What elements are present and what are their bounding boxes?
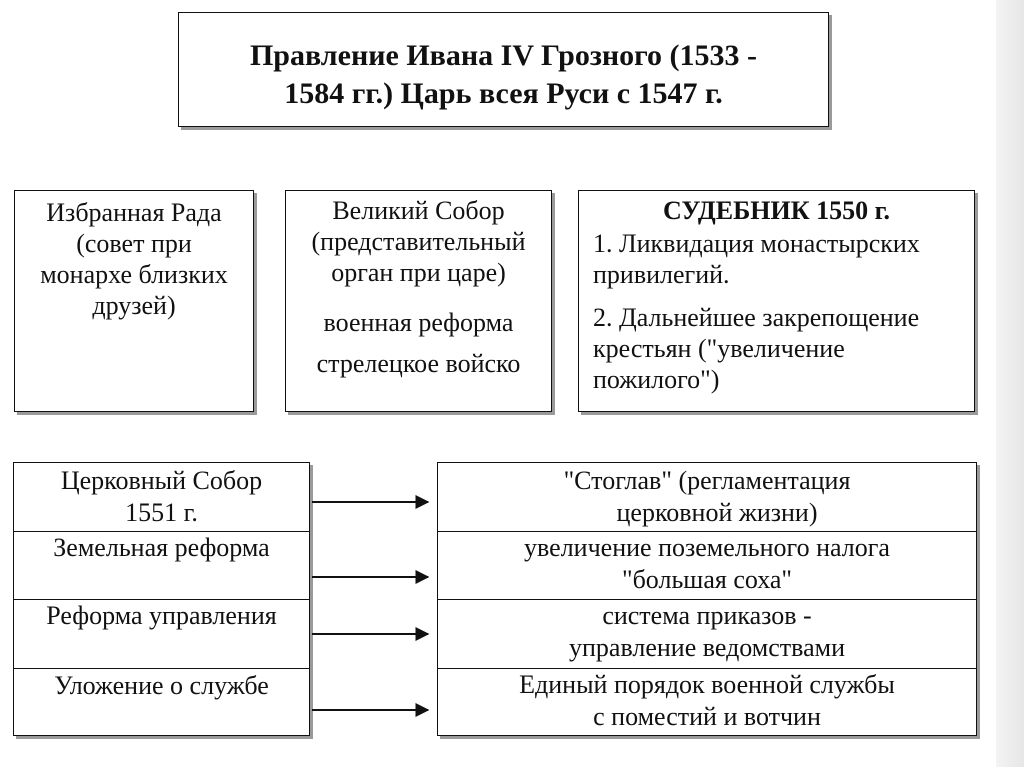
box-izbrannaya-rada: Избранная Рада (совет при монархе близки… <box>14 190 254 412</box>
reform-left-line: 1551 г. <box>125 498 198 527</box>
reform-cell-right: увеличение поземельного налога "большая … <box>438 532 976 596</box>
sudebnik-item-2-line: крестьян ("увеличение <box>593 334 845 363</box>
reform-right-line: система приказов - <box>602 601 812 630</box>
reform-right-line: управление ведомствами <box>568 633 846 662</box>
reform-left-line: Уложение о службе <box>54 671 269 700</box>
rada-line: монархе близких <box>40 260 228 289</box>
reform-right-line: увеличение поземельного налога <box>524 533 890 562</box>
sudebnik-item-1-line: привилегий. <box>593 260 730 289</box>
sobor-streltsy-army: стрелецкое войско <box>316 349 521 378</box>
sobor-line: орган при царе) <box>331 258 506 287</box>
sudebnik-item-2-line: 2. Дальнейшее закрепощение <box>593 303 920 332</box>
reforms-left-column: Церковный Собор 1551 г. Земельная реформ… <box>13 462 310 736</box>
reform-right-line: Единый порядок военной службы <box>519 670 895 699</box>
sudebnik-heading: СУДЕБНИК 1550 г. <box>663 196 890 225</box>
row-divider <box>14 599 309 600</box>
reform-cell-left: Реформа управления <box>14 600 309 632</box>
reform-cell-left: Земельная реформа <box>14 532 309 564</box>
sudebnik-item-2-line: пожилого") <box>593 365 720 394</box>
reform-right-line: "Стоглав" (регламентация <box>563 466 851 495</box>
reform-right-line: церковной жизни) <box>616 498 818 527</box>
sobor-line: Великий Собор <box>332 196 505 225</box>
reform-cell-left: Уложение о службе <box>14 670 309 702</box>
row-divider <box>438 599 976 600</box>
reform-right-line: с поместий и вотчин <box>593 702 821 731</box>
reform-left-line: Земельная реформа <box>53 533 270 562</box>
reform-left-line: Церковный Собор <box>60 466 263 495</box>
box-sudebnik: СУДЕБНИК 1550 г. 1. Ликвидация монастырс… <box>578 190 975 412</box>
rada-line: (совет при <box>76 229 192 258</box>
reform-cell-left: Церковный Собор 1551 г. <box>14 465 309 529</box>
slide-edge-strip <box>996 0 1024 767</box>
rada-line: друзей) <box>92 291 176 320</box>
row-divider <box>14 531 309 532</box>
reform-right-line: "большая соха" <box>621 565 793 594</box>
row-divider <box>438 531 976 532</box>
row-divider <box>438 668 976 669</box>
title-line-2: 1584 гг.) Царь всея Руси с 1547 г. <box>284 77 723 110</box>
title-box: Правление Ивана IV Грозного (1533 - 1584… <box>178 12 829 127</box>
box-velikiy-sobor: Великий Собор (представительный орган пр… <box>285 190 552 412</box>
title-line-1: Правление Ивана IV Грозного (1533 - <box>249 39 758 72</box>
sobor-military-reform: военная реформа <box>323 308 514 337</box>
diagram-title: Правление Ивана IV Грозного (1533 - 1584… <box>179 37 828 113</box>
reform-cell-right: система приказов - управление ведомствам… <box>438 600 976 664</box>
reform-cell-right: "Стоглав" (регламентация церковной жизни… <box>438 465 976 529</box>
row-divider <box>14 668 309 669</box>
sobor-line: (представительный <box>311 227 526 256</box>
rada-line: Избранная Рада <box>46 198 222 227</box>
reform-left-line: Реформа управления <box>46 601 277 630</box>
reforms-right-column: "Стоглав" (регламентация церковной жизни… <box>437 462 977 736</box>
sudebnik-item-1-line: 1. Ликвидация монастырских <box>593 229 920 258</box>
reform-cell-right: Единый порядок военной службы с поместий… <box>438 669 976 733</box>
